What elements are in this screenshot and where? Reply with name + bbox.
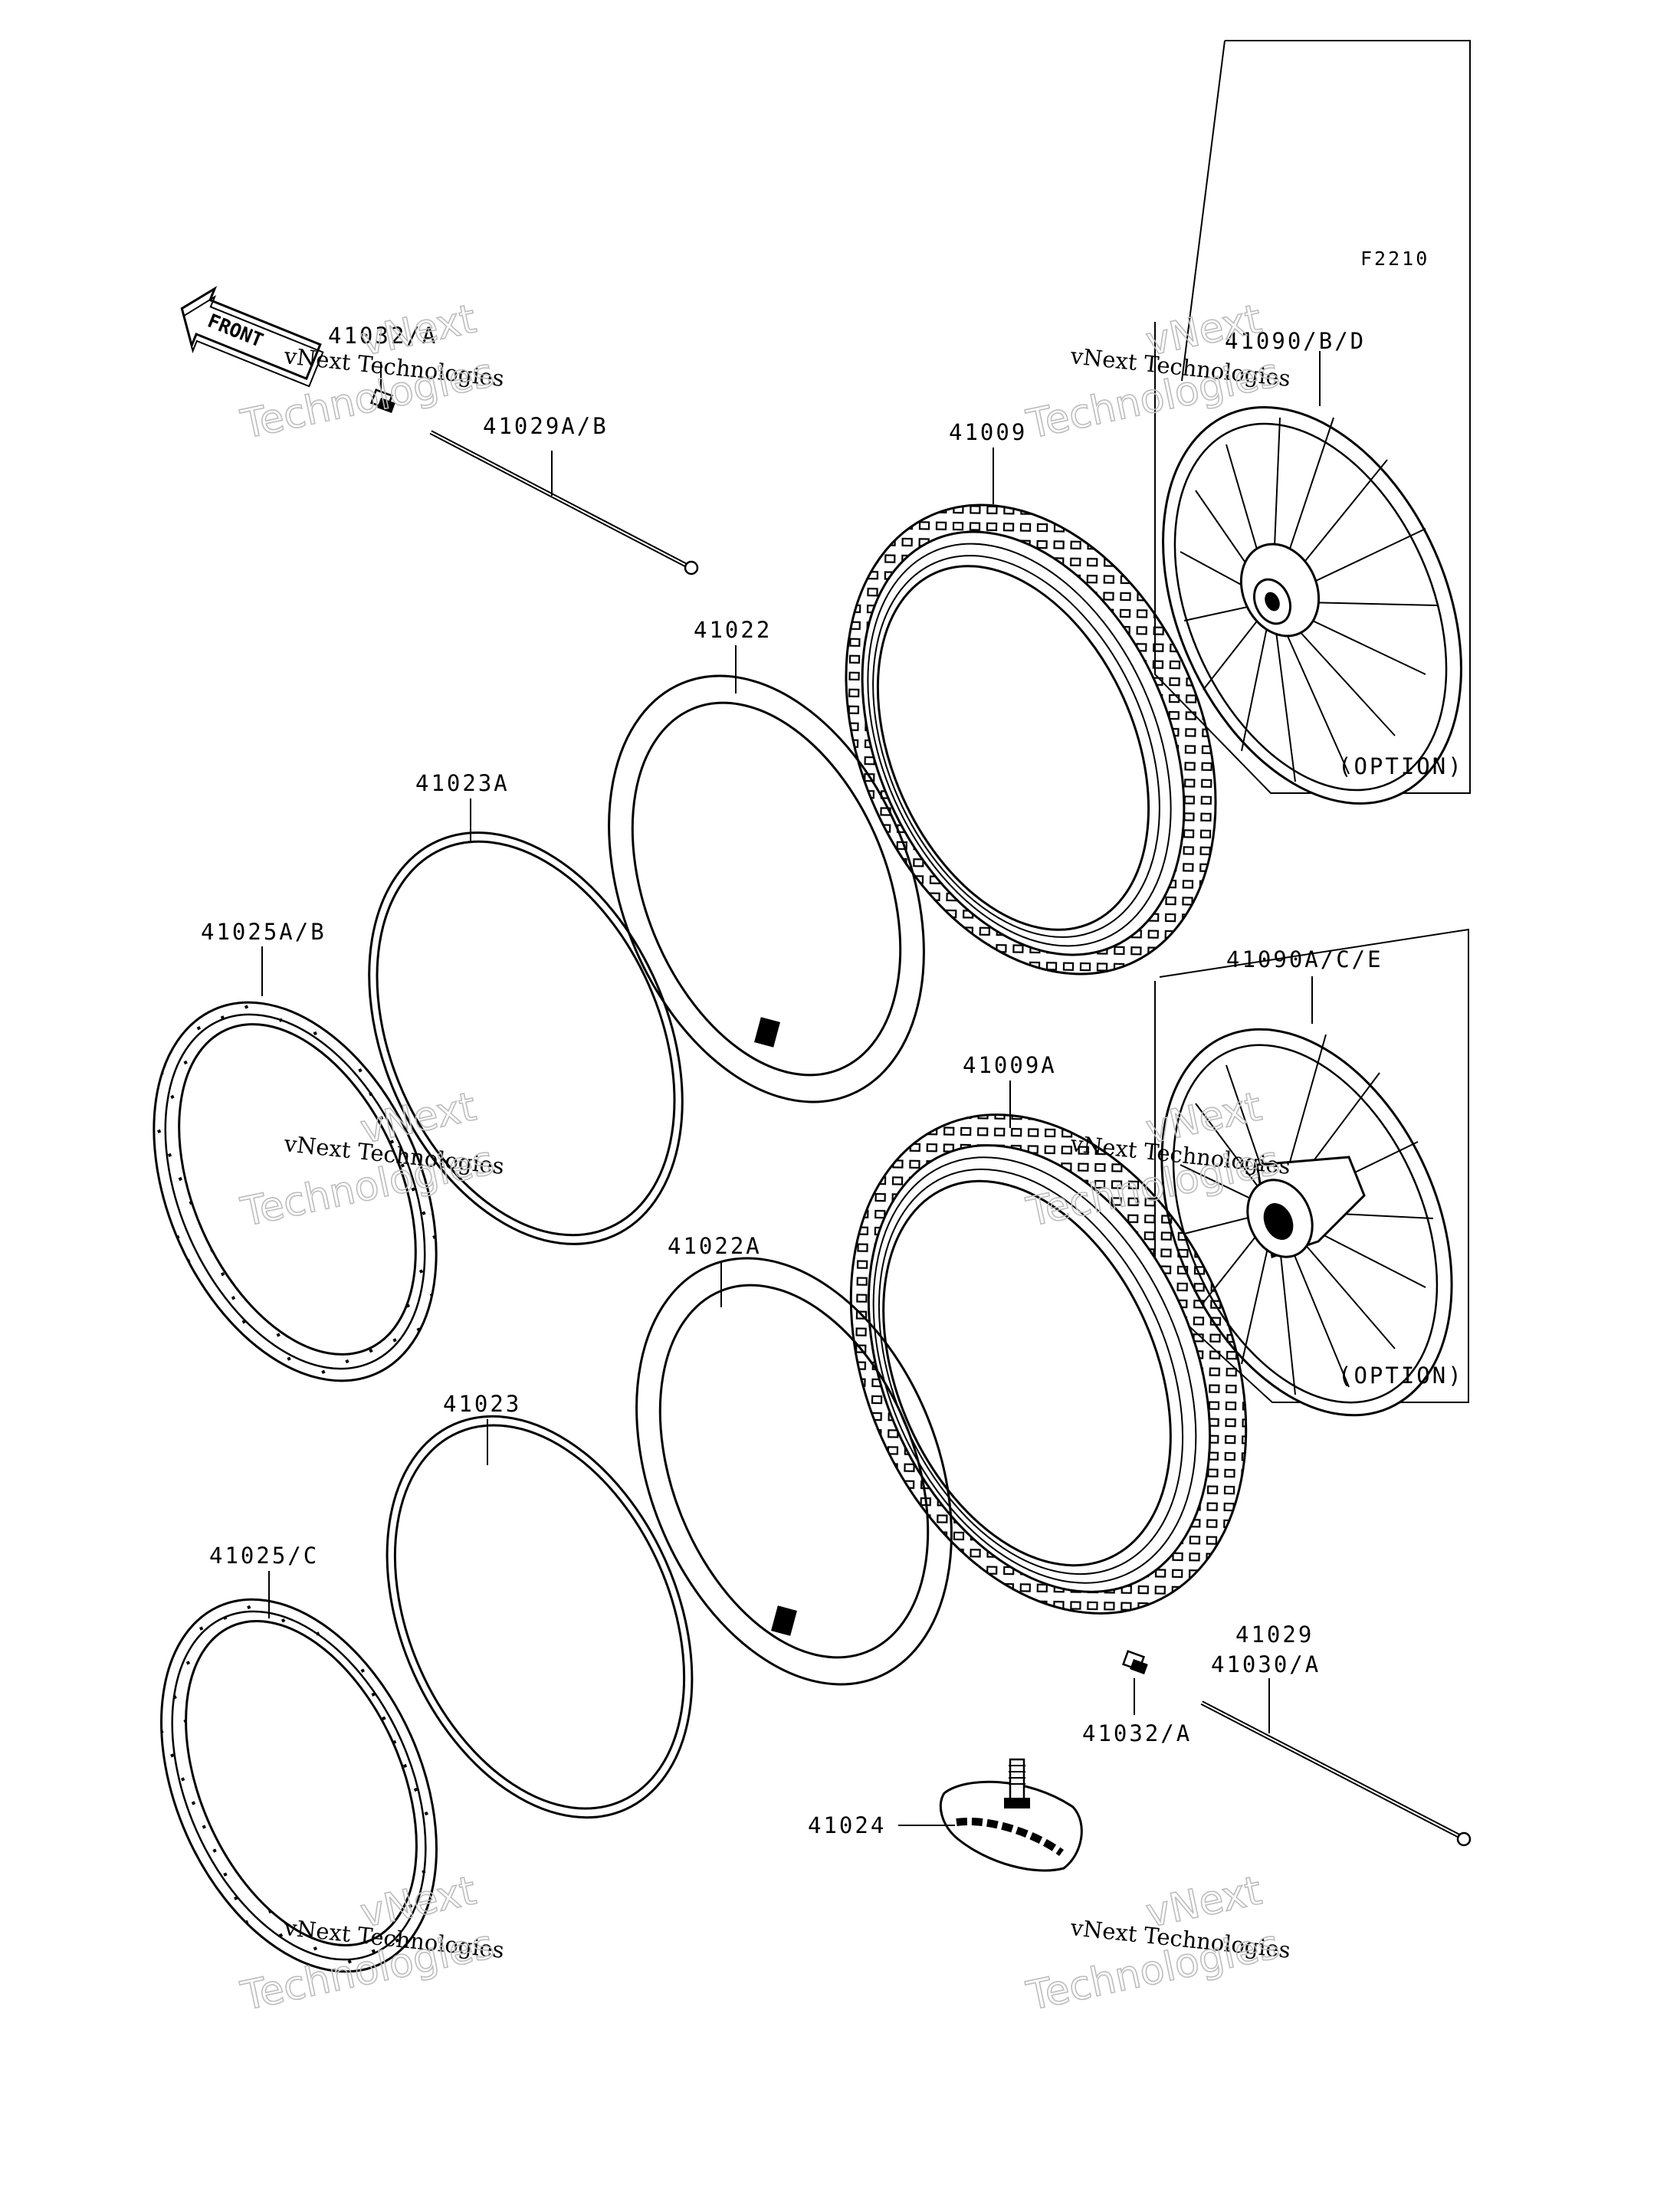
rim-lock bbox=[898, 1758, 1083, 1872]
label-41009: 41009 bbox=[949, 419, 1027, 445]
label-41030A: 41030/A bbox=[1211, 1651, 1321, 1677]
label-41032A-bottom: 41032/A bbox=[1082, 1720, 1192, 1746]
valve-nut-bottom bbox=[1121, 1650, 1148, 1715]
diagram-code: F2210 bbox=[1360, 248, 1429, 270]
spoke-top bbox=[429, 430, 699, 575]
label-41009A: 41009A bbox=[963, 1052, 1057, 1078]
inner-tube-top bbox=[608, 645, 925, 1103]
label-41029: 41029 bbox=[1235, 1622, 1314, 1648]
label-41090ACE: 41090A/C/E bbox=[1226, 946, 1383, 972]
rim-band-bottom bbox=[386, 1415, 694, 1819]
label-41022A: 41022A bbox=[668, 1233, 762, 1259]
rim-top bbox=[153, 946, 438, 1382]
inner-tube-bottom bbox=[635, 1257, 953, 1686]
rim-band-top bbox=[368, 798, 684, 1245]
label-41023A: 41023A bbox=[415, 770, 510, 796]
valve-nut-top bbox=[369, 362, 395, 413]
watermark-top-left: vNext Technologies vNext Technologies bbox=[236, 296, 505, 449]
label-41029AB: 41029A/B bbox=[483, 413, 609, 439]
option-label-top: (OPTION) bbox=[1338, 753, 1464, 779]
watermark-bottom-right: vNext Technologies vNext Technologies bbox=[1022, 1867, 1291, 2021]
option-label-bottom: (OPTION) bbox=[1338, 1362, 1464, 1389]
label-41022: 41022 bbox=[694, 617, 772, 643]
label-41025AB: 41025A/B bbox=[201, 919, 326, 945]
label-41025C: 41025/C bbox=[209, 1543, 319, 1569]
label-41032A-top: 41032/A bbox=[328, 323, 438, 349]
spoke-bottom bbox=[1200, 1678, 1472, 1847]
front-tire bbox=[845, 448, 1217, 976]
rear-tire bbox=[849, 1080, 1248, 1615]
label-41024: 41024 bbox=[808, 1812, 886, 1838]
label-41023: 41023 bbox=[443, 1391, 521, 1417]
front-arrow-icon: FRONT bbox=[180, 286, 324, 388]
front-wheel-option bbox=[1162, 406, 1462, 805]
label-41090BD: 41090/B/D bbox=[1225, 328, 1366, 354]
rim-bottom bbox=[160, 1571, 438, 1973]
